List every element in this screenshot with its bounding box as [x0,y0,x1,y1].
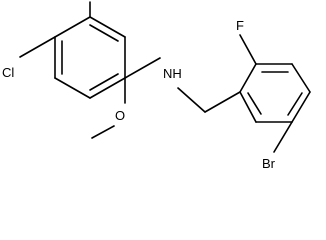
double-bond-ring2-c [247,92,262,115]
double-bond-ring1-a [89,24,119,42]
aryl-nh-bond [124,57,161,79]
molecule-drawing: Cl O NH F Br [2,1,311,171]
bromine-atom-label: Br [262,156,276,171]
chloro-bond [19,36,56,58]
fluorine-atom-label: F [236,18,244,33]
bond-ring2-upper-right [291,63,311,93]
structure-diagram: Cl O NH F Br [2,1,311,171]
bromo-bond [273,121,293,153]
nh-atom-label: NH [163,66,182,81]
bond-ring2-lower-right [291,91,311,123]
nh-ch2-bond [177,87,206,113]
bond-ring1-upper-left [54,16,91,38]
bond-ring1-lower-right [89,77,126,99]
bond-ring1-bottom [54,77,91,99]
fluoro-bond [239,34,257,65]
benzyl-ring [239,63,311,123]
anilino-ring [54,16,126,99]
oxygen-atom-label: O [115,108,125,123]
bond-ring2-lower-left [239,91,257,123]
chlorine-atom-label: Cl [2,65,14,80]
ch2-aryl-bond [204,91,241,113]
double-bond-ring1-b [89,73,119,91]
bond-ring2-upper-left [239,63,257,93]
methoxy-methyl-bond [91,125,115,139]
double-bond-ring2-b [287,92,303,116]
bond-ring1-top [89,16,126,38]
